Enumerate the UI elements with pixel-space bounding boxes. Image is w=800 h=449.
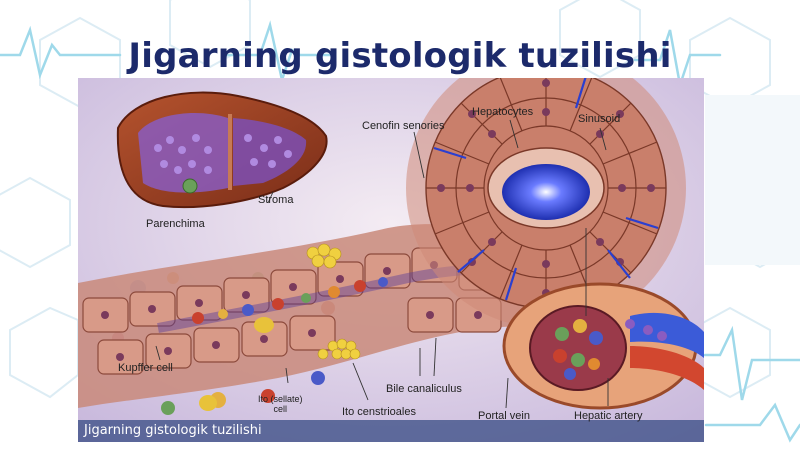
label-kupffer-cell: Kupffer cell xyxy=(118,362,173,374)
label-ito-censtrioales: Ito censtrioales xyxy=(342,406,416,418)
label-sinusoid: Sinusoid xyxy=(578,113,621,125)
illustration-artwork xyxy=(78,78,704,442)
label-bile-canaliculus: Bile canaliculus xyxy=(386,383,462,395)
label-stroma: Stroma xyxy=(258,194,294,206)
label-hepatocytes: Hepatocytes xyxy=(472,106,534,118)
label-ito-line2: cell xyxy=(273,404,288,414)
label-parenchima: Parenchima xyxy=(146,218,205,230)
caption-background xyxy=(78,420,704,442)
label-portal-vein: Portal vein xyxy=(478,410,530,422)
label-ito-line1: Ito (sellate) xyxy=(258,394,303,404)
liver-histology-illustration: Cenofin senories Hepatocytes Sinusoid St… xyxy=(78,78,704,442)
figure-caption: Jigarning gistologik tuzilishi xyxy=(84,423,262,438)
label-ito-cell: Ito (sellate) cell xyxy=(258,394,303,414)
slide-title: Jigarning gistologik tuzilishi xyxy=(128,36,672,76)
label-hepatic-artery: Hepatic artery xyxy=(574,410,643,422)
label-cenofin-senories: Cenofin senories xyxy=(362,120,445,132)
